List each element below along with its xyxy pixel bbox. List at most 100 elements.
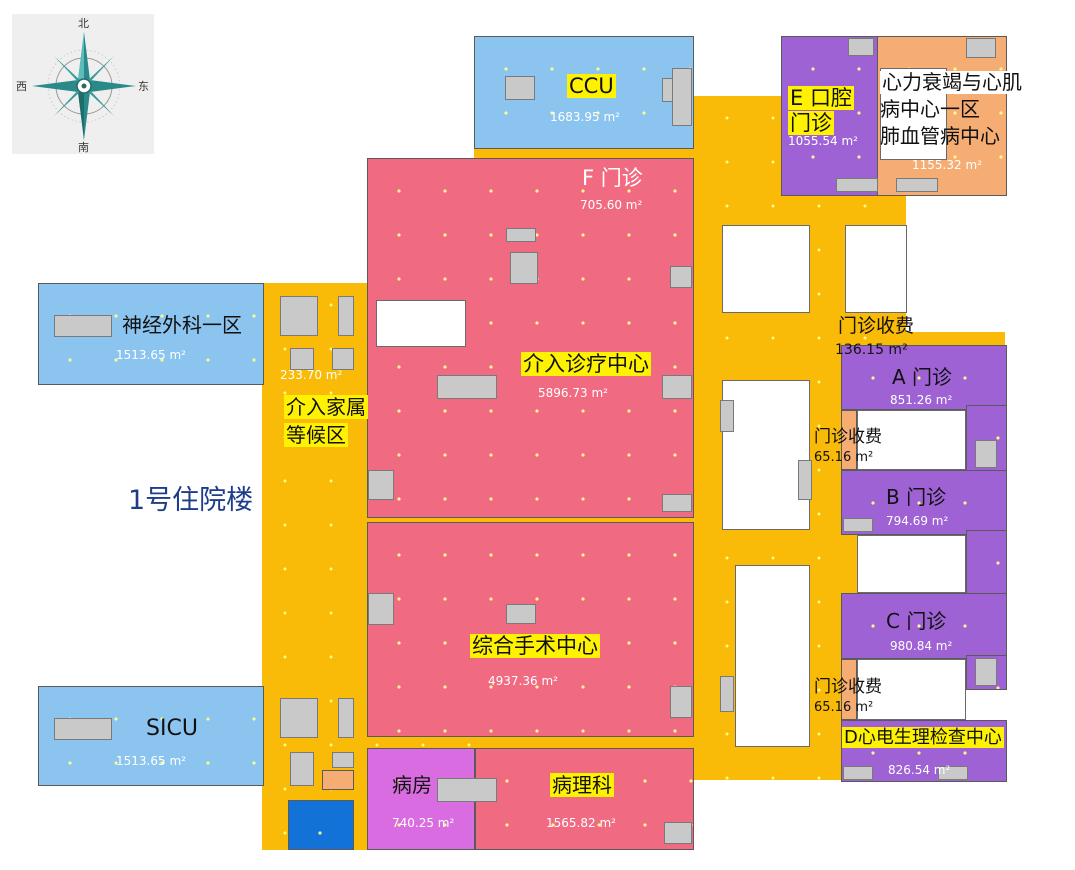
structural-block [290, 752, 314, 786]
structural-block [506, 228, 536, 242]
structural-block [280, 296, 318, 336]
structural-block [332, 752, 354, 768]
structural-block [662, 494, 692, 512]
fee-3-area: 65.16 m² [814, 700, 874, 715]
structural-block [798, 460, 812, 500]
structural-block [672, 68, 692, 126]
void [376, 300, 466, 347]
heart-center-label-2: 病中心一区 [880, 97, 980, 121]
structural-block [505, 76, 535, 100]
structural-block [843, 518, 873, 532]
family-wait-area: 233.70 m² [280, 368, 343, 382]
structural-block [975, 440, 997, 468]
zone-a-clinic[interactable] [841, 345, 1007, 410]
building-label: 1号住院楼 [128, 485, 254, 516]
heart-center-label-1: 心力衰竭与心肌 [880, 70, 1024, 94]
interventional-area: 5896.73 m² [538, 386, 608, 400]
surgery-label: 综合手术中心 [470, 634, 600, 658]
structural-block [332, 348, 354, 370]
small-orange-room [322, 770, 354, 790]
zone-surgery[interactable] [367, 522, 694, 737]
f-clinic-label: F 门诊 [582, 166, 643, 190]
a-clinic-area: 851.26 m² [890, 393, 953, 407]
ward-label: 病房 [392, 773, 432, 797]
structural-block [368, 470, 394, 500]
c-clinic-label: C 门诊 [886, 609, 947, 633]
fee-2-label: 门诊收费 [814, 427, 882, 447]
structural-block [848, 38, 874, 56]
structural-block [843, 766, 873, 780]
surgery-area: 4937.36 m² [488, 674, 558, 688]
structural-block [720, 676, 734, 712]
pathology-label: 病理科 [550, 773, 614, 797]
heart-center-area: 1155.32 m² [912, 158, 982, 172]
void [722, 225, 810, 313]
compass-icon [32, 32, 136, 140]
structural-block [662, 375, 692, 399]
e-clinic-area: 1055.54 m² [788, 134, 858, 148]
structural-block [664, 822, 692, 844]
f-clinic-area: 705.60 m² [580, 198, 643, 212]
fee-booth-3 [841, 659, 857, 720]
zone-b-clinic[interactable] [841, 470, 1007, 535]
sicu-label: SICU [146, 716, 198, 741]
compass-west-label: 西 [16, 80, 27, 93]
ccu-area: 1683.95 m² [550, 110, 620, 124]
c-clinic-area: 980.84 m² [890, 639, 953, 653]
structural-block [290, 348, 314, 370]
void [857, 410, 966, 470]
compass-east-label: 东 [138, 80, 149, 93]
structural-block [938, 766, 968, 780]
structural-block [54, 718, 112, 740]
e-clinic-label-2: 门诊 [788, 111, 834, 135]
e-clinic-label-1: E 口腔 [788, 86, 854, 110]
dark-blue-room [288, 800, 354, 850]
void [722, 380, 810, 530]
fee-booth-2 [841, 410, 857, 470]
structural-block [720, 400, 734, 432]
structural-block [896, 178, 938, 192]
ccu-label: CCU [567, 74, 616, 98]
void [857, 535, 966, 593]
interventional-label: 介入诊疗中心 [521, 352, 651, 376]
structural-block [338, 296, 354, 336]
zone-b-clinic-ext [966, 530, 1007, 596]
ward-area: 740.25 m² [392, 816, 455, 830]
a-clinic-label: A 门诊 [892, 365, 953, 389]
zone-c-clinic[interactable] [841, 593, 1007, 659]
pathology-area: 1565.82 m² [546, 816, 616, 830]
structural-block [510, 252, 538, 284]
d-center-area: 826.54 m² [888, 763, 951, 777]
structural-block [670, 686, 692, 718]
zone-pathology[interactable] [475, 748, 694, 850]
structural-block [54, 315, 112, 337]
structural-block [280, 698, 318, 738]
structural-block [836, 178, 878, 192]
structural-block [670, 266, 692, 288]
family-wait-label-2: 等候区 [284, 423, 348, 447]
d-center-label: D心电生理检查中心 [842, 727, 1004, 748]
compass-rose: 北 南 西 东 [12, 14, 154, 154]
neuro-label: 神经外科一区 [122, 313, 242, 337]
structural-block [437, 778, 497, 802]
compass-south-label: 南 [78, 141, 89, 154]
family-wait-label-1: 介入家属 [284, 395, 368, 419]
heart-center-label-3: 肺血管病中心 [880, 124, 1000, 148]
structural-block [966, 38, 996, 58]
fee-3-label: 门诊收费 [814, 677, 882, 697]
structural-block [437, 375, 497, 399]
sicu-area: 1513.65 m² [116, 754, 186, 768]
void [735, 565, 810, 747]
b-clinic-area: 794.69 m² [886, 514, 949, 528]
b-clinic-label: B 门诊 [886, 485, 947, 509]
void [857, 659, 966, 720]
fee-2-area: 65.16 m² [814, 450, 874, 465]
void [845, 225, 907, 313]
structural-block [506, 604, 536, 624]
structural-block [338, 698, 354, 738]
structural-block [368, 593, 394, 625]
fee-1-area: 136.15 m² [835, 342, 908, 358]
fee-1-label: 门诊收费 [838, 315, 915, 337]
neuro-area: 1513.65 m² [116, 348, 186, 362]
